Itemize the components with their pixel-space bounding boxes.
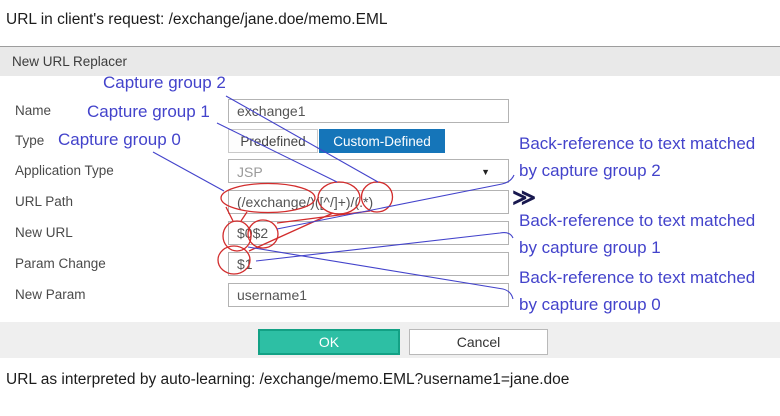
- url-path-input[interactable]: [228, 190, 509, 214]
- name-input[interactable]: [228, 99, 509, 123]
- application-type-dropdown[interactable]: JSP ▼: [228, 159, 509, 183]
- dialog-footer: OK Cancel: [0, 322, 780, 358]
- annotation-back-reference-2: Back-reference to text matched by captur…: [519, 130, 755, 184]
- application-type-label: Application Type: [15, 163, 114, 178]
- application-type-value: JSP: [237, 164, 263, 180]
- new-param-input[interactable]: [228, 283, 509, 307]
- new-url-label: New URL: [15, 225, 73, 240]
- annotation-back-reference-1: Back-reference to text matched by captur…: [519, 207, 755, 261]
- annotation-line: Back-reference to text matched: [519, 211, 756, 230]
- annotation-line: by capture group 1: [519, 238, 661, 257]
- cancel-button[interactable]: Cancel: [409, 329, 548, 355]
- annotation-capture-group-0: Capture group 0: [58, 130, 181, 149]
- dialog-header: New URL Replacer: [0, 46, 780, 76]
- new-param-label: New Param: [15, 287, 86, 302]
- type-label: Type: [15, 133, 45, 148]
- annotation-line: Back-reference to text matched: [519, 268, 756, 287]
- url-path-label: URL Path: [15, 194, 74, 209]
- annotation-back-reference-0: Back-reference to text matched by captur…: [519, 264, 755, 318]
- auto-learning-url-text: URL as interpreted by auto-learning: /ex…: [6, 371, 570, 388]
- annotation-capture-group-1: Capture group 1: [87, 102, 210, 121]
- annotation-line: by capture group 2: [519, 161, 661, 180]
- chevron-down-icon: ▼: [481, 167, 490, 177]
- client-request-url-text: URL in client's request: /exchange/jane.…: [6, 11, 388, 28]
- annotation-capture-group-2: Capture group 2: [103, 73, 226, 92]
- new-url-input[interactable]: [228, 221, 509, 245]
- name-label: Name: [15, 103, 52, 118]
- param-change-input[interactable]: [228, 252, 509, 276]
- type-option-custom-defined[interactable]: Custom-Defined: [319, 129, 445, 153]
- param-change-label: Param Change: [15, 256, 106, 271]
- annotation-line: by capture group 0: [519, 295, 661, 314]
- ok-button[interactable]: OK: [258, 329, 400, 355]
- expand-chevrons-icon[interactable]: ≫: [512, 184, 537, 210]
- annotation-line: Back-reference to text matched: [519, 134, 756, 153]
- dialog-title: New URL Replacer: [12, 54, 128, 69]
- type-option-predefined[interactable]: Predefined: [228, 129, 318, 153]
